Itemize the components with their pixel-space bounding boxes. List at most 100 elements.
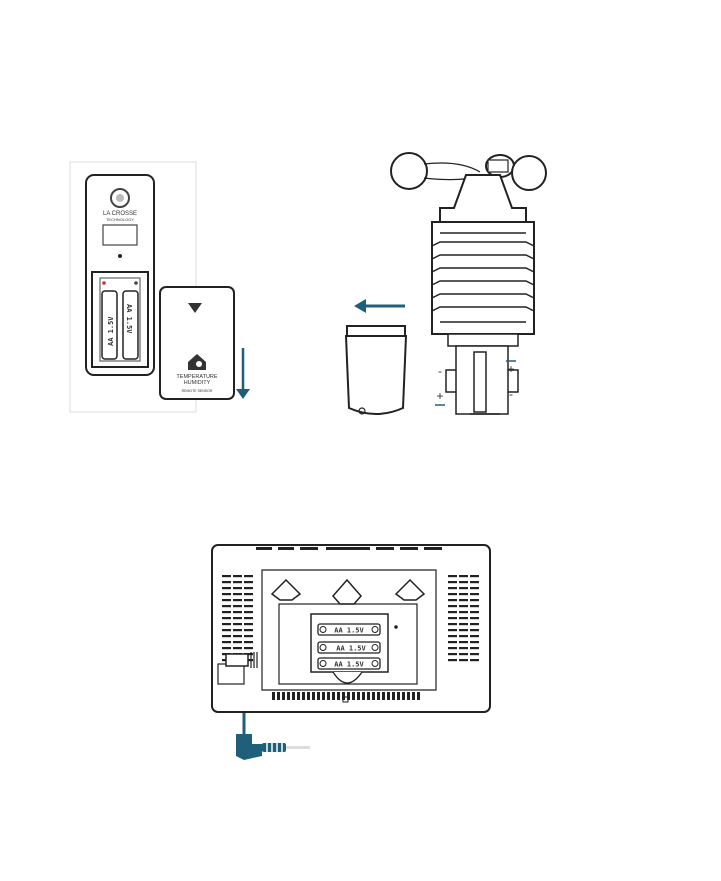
vent-slot xyxy=(448,629,457,631)
vent-slot xyxy=(459,629,468,631)
vent-slot xyxy=(222,629,231,631)
th-sensor-group: LA CROSSE TECHNOLOGY AA 1.5V AA 1.5V TEM… xyxy=(70,162,250,412)
vent-slot xyxy=(448,623,457,625)
vent-slot xyxy=(470,611,479,613)
console-battery-1: AA 1.5V xyxy=(318,624,380,635)
vent-slot xyxy=(377,692,380,700)
vent-slot xyxy=(222,575,231,577)
anemometer-mast xyxy=(440,175,526,222)
vent-slot xyxy=(448,587,457,589)
vent-slot xyxy=(470,587,479,589)
vent-slot xyxy=(357,692,360,700)
vent-slot xyxy=(459,647,468,649)
vent-slot xyxy=(470,635,479,637)
vent-slot xyxy=(244,629,253,631)
vent-slot xyxy=(459,593,468,595)
vent-slot xyxy=(367,692,370,700)
vent-slot xyxy=(337,692,340,700)
polarity-plus-right: + xyxy=(507,362,514,376)
console-battery-2-label: AA 1.5V xyxy=(336,645,366,653)
vent-slot xyxy=(470,575,479,577)
vent-slot xyxy=(222,581,231,583)
console-vent-left xyxy=(222,575,253,661)
vent-slot xyxy=(222,623,231,625)
vent-slot xyxy=(244,647,253,649)
vent-slot xyxy=(459,611,468,613)
vent-slot xyxy=(233,599,242,601)
vent-slot xyxy=(244,635,253,637)
vent-slot xyxy=(244,605,253,607)
vent-slot xyxy=(287,692,290,700)
console-battery-3: AA 1.5V xyxy=(318,658,380,669)
vent-slot xyxy=(307,692,310,700)
vent-slot xyxy=(448,653,457,655)
vent-slot xyxy=(372,692,375,700)
vent-slot xyxy=(470,647,479,649)
vent-slot xyxy=(244,581,253,583)
vent-slot xyxy=(470,605,479,607)
vent-slot xyxy=(244,611,253,613)
vent-slot xyxy=(282,692,285,700)
vent-slot xyxy=(448,647,457,649)
vent-slot xyxy=(448,641,457,643)
radiation-shield xyxy=(432,222,534,334)
vent-slot xyxy=(233,647,242,649)
console-top-slots xyxy=(256,547,442,550)
vent-slot xyxy=(402,692,405,700)
vent-slot xyxy=(244,587,253,589)
battery-cup xyxy=(346,336,406,414)
vent-slot xyxy=(222,617,231,619)
vent-slot xyxy=(459,605,468,607)
vent-slot xyxy=(233,617,242,619)
vent-slot xyxy=(459,587,468,589)
vent-slot xyxy=(387,692,390,700)
vent-slot xyxy=(233,587,242,589)
vent-slot xyxy=(459,653,468,655)
vent-slot xyxy=(362,692,365,700)
vent-slot xyxy=(407,692,410,700)
vent-slot xyxy=(448,605,457,607)
vent-slot xyxy=(459,659,468,661)
vent-slot xyxy=(233,611,242,613)
vent-slot xyxy=(470,629,479,631)
anemometer-cup-left xyxy=(391,153,427,189)
sensor-brand-sub: TECHNOLOGY xyxy=(106,217,134,222)
sensor-battery-left-label: AA 1.5V xyxy=(107,316,115,346)
vent-slot xyxy=(448,593,457,595)
vent-slot xyxy=(233,641,242,643)
vent-slot xyxy=(244,617,253,619)
vent-slot xyxy=(222,605,231,607)
vent-slot xyxy=(317,692,320,700)
vent-slot xyxy=(412,692,415,700)
vent-slot xyxy=(470,653,479,655)
vent-slot xyxy=(397,692,400,700)
vent-slot xyxy=(459,581,468,583)
vent-slot xyxy=(470,581,479,583)
vent-slot xyxy=(448,575,457,577)
vent-slot xyxy=(352,692,355,700)
vent-slot xyxy=(382,692,385,700)
console-vent-right xyxy=(448,575,479,661)
vent-slot xyxy=(392,692,395,700)
vent-slot xyxy=(448,581,457,583)
console-battery-3-label: AA 1.5V xyxy=(334,661,364,669)
vent-slot xyxy=(222,593,231,595)
slide-down-arrow-head xyxy=(236,389,250,399)
power-jack xyxy=(226,654,248,666)
vent-slot xyxy=(459,575,468,577)
vent-slot xyxy=(233,593,242,595)
vent-slot xyxy=(459,599,468,601)
wind-sensor-group: - + + - xyxy=(346,153,546,414)
vent-slot xyxy=(244,575,253,577)
vent-slot xyxy=(302,692,305,700)
vent-slot xyxy=(222,599,231,601)
vent-slot xyxy=(292,692,295,700)
anemometer-cup-right xyxy=(512,156,546,190)
vent-slot xyxy=(312,692,315,700)
vent-slot xyxy=(470,599,479,601)
vent-slot xyxy=(222,641,231,643)
vent-slot xyxy=(448,617,457,619)
sensor-battery-right-label: AA 1.5V xyxy=(125,304,133,334)
vent-slot xyxy=(327,692,330,700)
console-battery-2: AA 1.5V xyxy=(318,642,380,653)
